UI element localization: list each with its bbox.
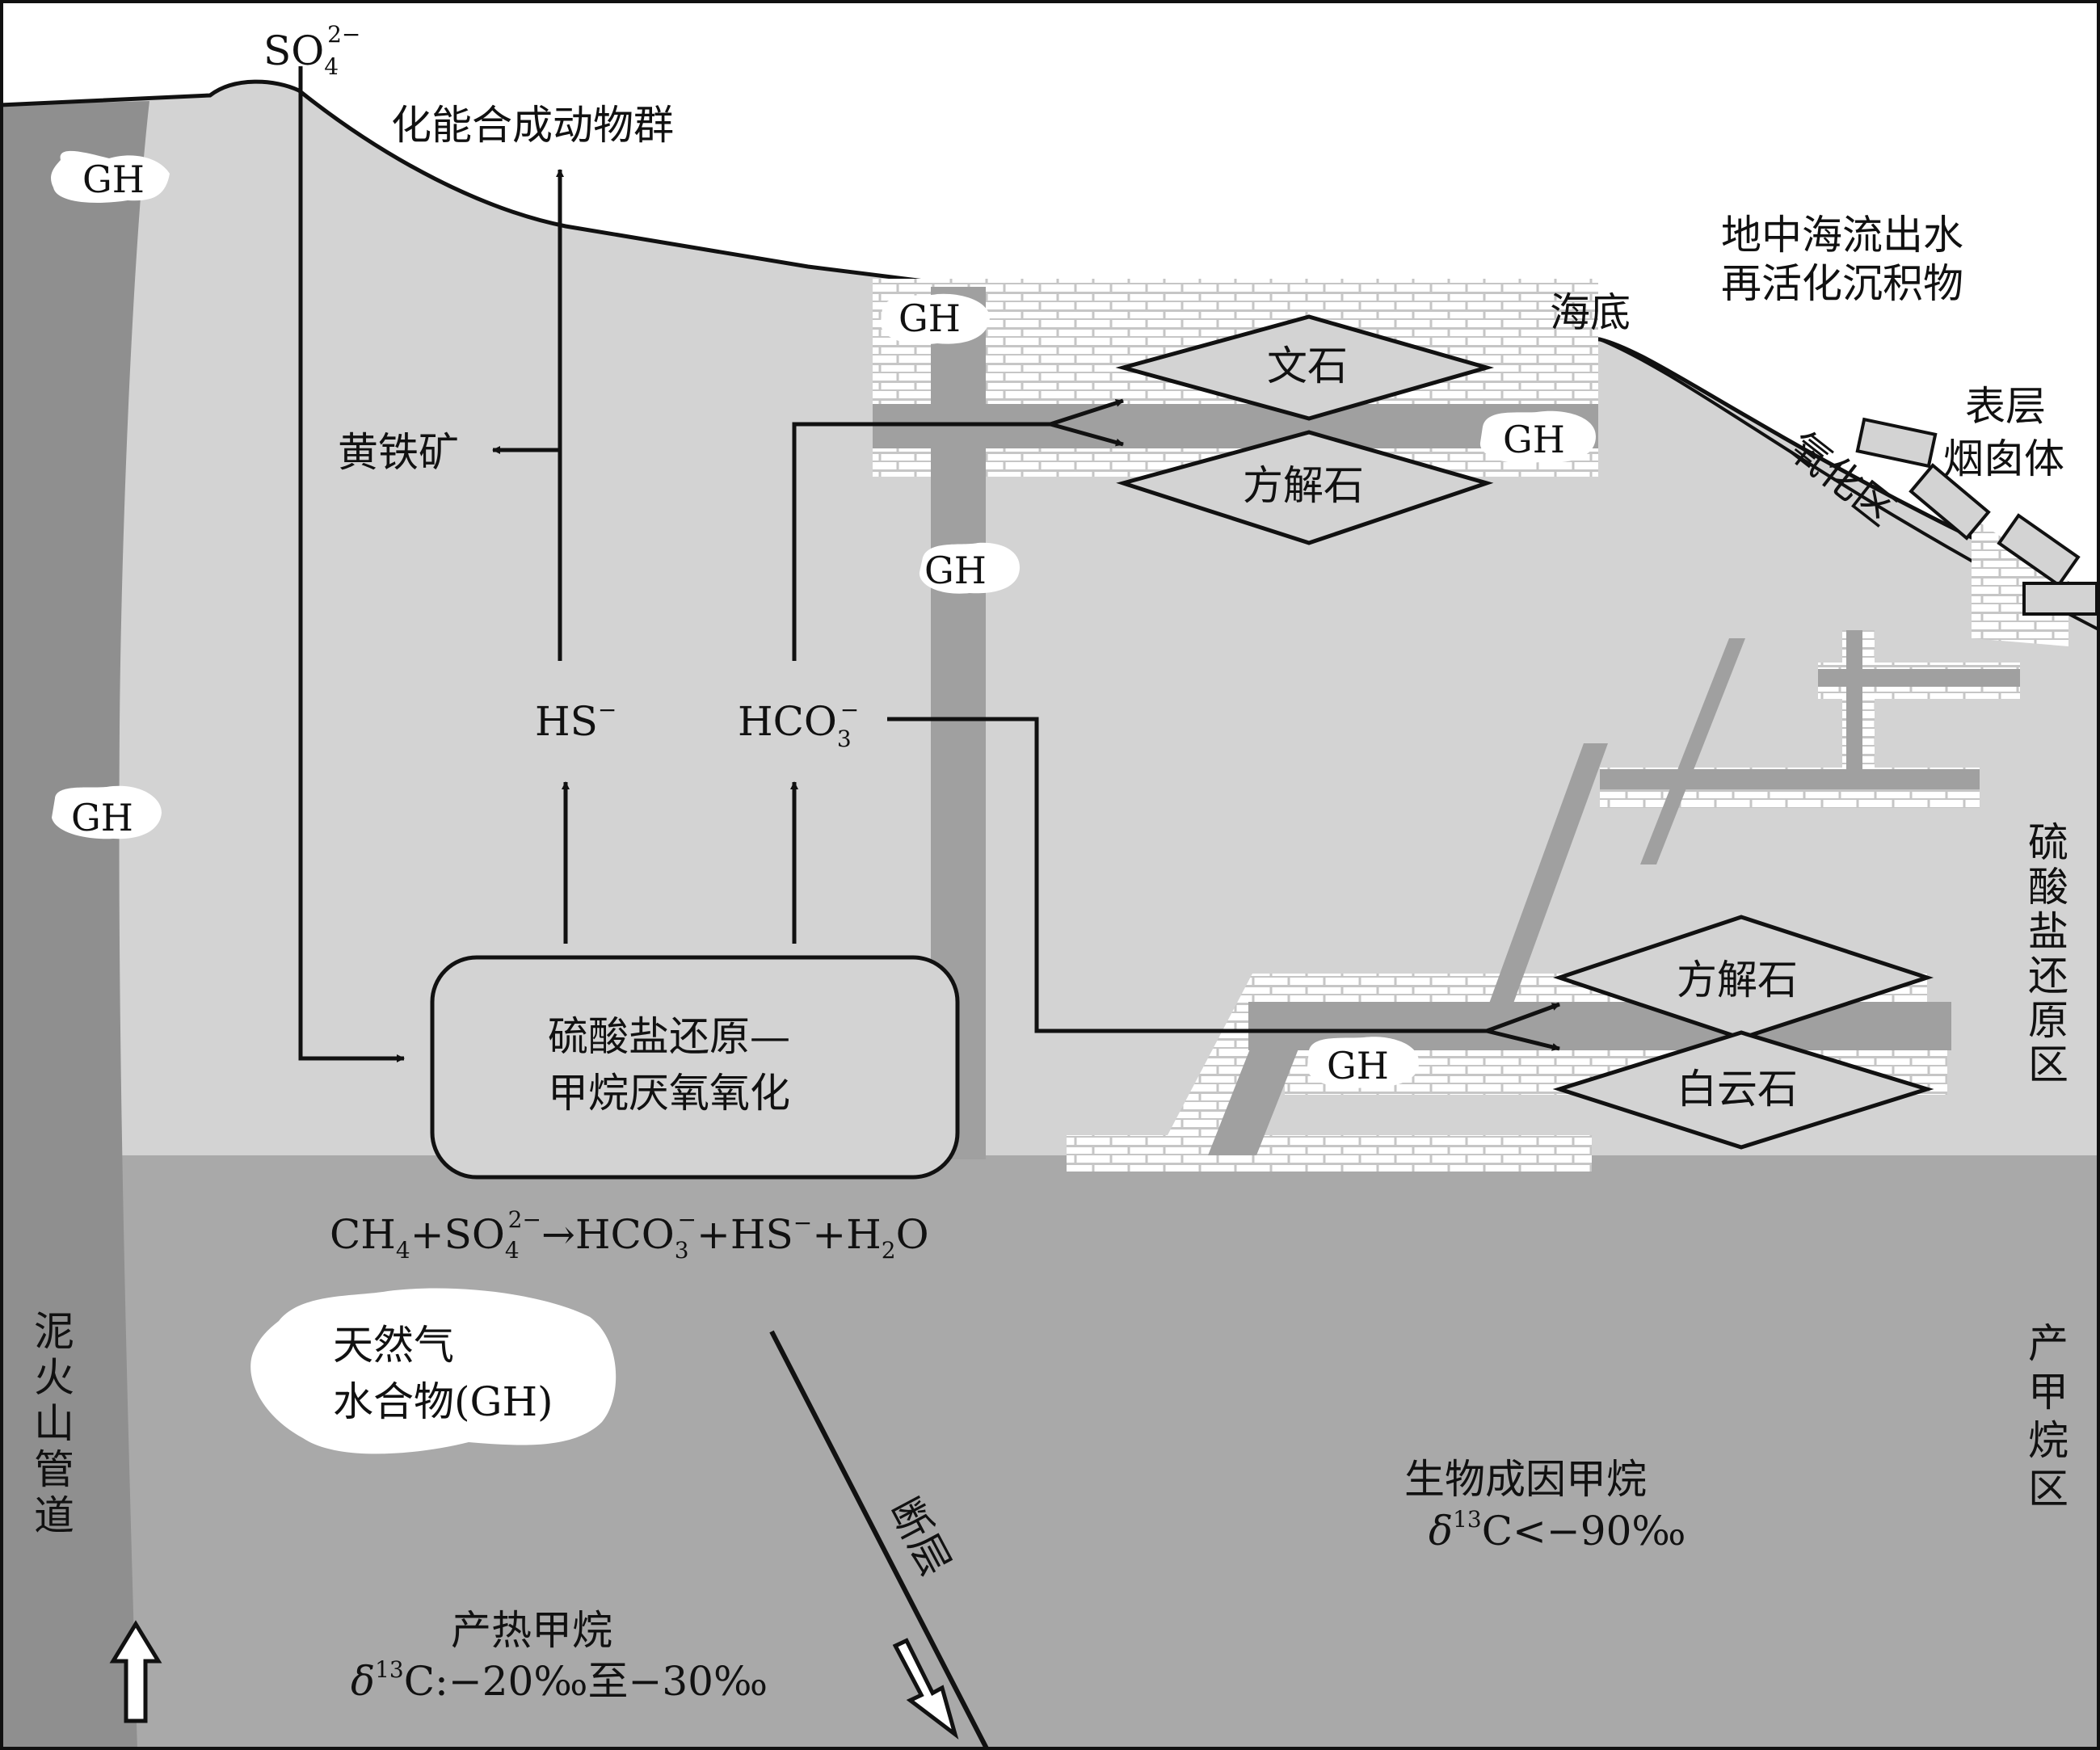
gh-label-upper-right: GH [1503,418,1565,461]
sulfate-zone-char-6: 区 [2028,1041,2068,1088]
fault-hollow-arrow [892,1638,959,1740]
gh-label-left-mid: GH [71,796,133,839]
chimney-block-3 [1997,513,2081,587]
arrow-hco3-to-lower [887,717,1487,1033]
mud-volcano-hollow-arrow [109,1620,162,1723]
fault-line [769,1330,990,1750]
surface-chimney-label-1: 表层 [1965,383,2046,430]
dolomite-diamond [1552,1030,1934,1150]
arrow-sulfate-down [298,66,405,1062]
chimney-block-2 [1909,463,1991,541]
mud-volcano-char-2: 火 [34,1354,74,1401]
process-label-1: 硫酸盐还原— [548,1013,790,1060]
thermogenic-methane-value: δ13C:−20‰至−30‰ [351,1656,768,1705]
calcite-lower-label: 方解石 [1677,957,1798,1003]
med-outflow-label-1: 地中海流出水 [1721,212,1963,259]
seep-conduit-diagonal-lower [1208,1002,1317,1155]
reaction-equation: CH4+SO42−→HCO3−+HS−+H2O [330,1206,929,1264]
chimney-block-1 [1855,417,1938,469]
methanogenic-zone-char-4: 区 [2028,1466,2068,1512]
mud-volcano-char-4: 管 [34,1446,74,1493]
hs-label: HS− [535,696,617,745]
thermogenic-methane-label: 产热甲烷 [451,1607,612,1654]
hco3-label: HCO3− [738,696,859,752]
gh-label-upper-carbonate: GH [898,297,961,340]
mud-volcano-char-1: 泥 [34,1308,74,1355]
gas-hydrate-large-blob [250,1288,617,1454]
methanogenic-zone-char-3: 烷 [2028,1417,2068,1464]
mud-volcano-char-3: 山 [34,1400,74,1447]
seep-conduit-right-vertical [1846,630,1862,776]
chemosynthetic-fauna-label: 化能合成动物群 [391,102,674,149]
gh-blob-conduit [919,542,1020,594]
process-label-2: 甲烷厌氧氧化 [548,1070,790,1117]
carbonate-layer-lower-bottom [1067,1135,1592,1172]
arrow-to-calcite-upper [1050,422,1124,447]
sulfate-zone-char-4: 还 [2028,953,2068,999]
med-outflow-label-2: 再活化沉积物 [1721,260,1963,307]
sulfate-zone-char-3: 盐 [2028,908,2068,955]
methanogenic-zone-char-1: 产 [2028,1320,2068,1367]
aragonite-diamond [1115,314,1495,421]
arrow-to-calcite-lower [1486,1002,1560,1033]
gas-hydrate-label-1: 天然气 [333,1322,454,1369]
arrow-to-dolomite [1486,1029,1560,1051]
gh-blob-lower [1307,1037,1420,1088]
seep-conduit-right-top [1818,669,2020,687]
arrow-to-aragonite [1050,398,1124,427]
biogenic-methane-value: δ13C<−90‰ [1429,1506,1686,1554]
sulfate-zone-char-5: 原 [2028,997,2068,1044]
pyrite-label: 黄铁矿 [338,429,459,476]
gh-blob-left-mid [52,785,162,839]
calcite-upper-diamond [1116,430,1494,545]
gh-blob-upper-carbonate [880,293,990,345]
dolomite-label: 白云石 [1677,1066,1798,1113]
methanogenic-zone-layer [0,1155,2100,1750]
sulfate-zone-char-2: 酸 [2028,864,2068,911]
seep-conduit-diagonal-upper [1640,638,1745,864]
calcite-lower-diamond [1553,915,1934,1041]
aragonite-label: 文石 [1267,343,1348,389]
chimney-block-4 [2022,582,2098,616]
methanogenic-zone-char-2: 甲 [2028,1369,2068,1416]
surface-chimney-label-2: 烟囱体 [1943,435,2064,482]
gh-label-top-left: GH [82,158,145,201]
gh-label-conduit: GH [924,549,987,592]
seafloor-line [0,79,2100,600]
seafloor-label: 海底 [1550,289,1631,336]
gh-label-lower: GH [1327,1044,1389,1087]
calcite-upper-label: 方解石 [1243,462,1364,509]
gh-blob-top-left [51,150,170,203]
process-box [430,955,960,1180]
so4-top-label: SO42− [263,21,360,80]
gas-hydrate-label-2: 水合物(GH) [333,1378,553,1425]
seep-conduit-right-horizontal [1600,769,1980,789]
seep-conduit-diagonal-mid [1487,743,1608,1010]
biogenic-methane-label: 生物成因甲烷 [1404,1456,1647,1503]
gh-blob-upper-right [1479,410,1596,464]
sulfate-zone-char-1: 硫 [2028,819,2068,866]
mud-volcano-conduit [0,101,149,1750]
arrow-hco3-to-upper [792,422,1050,661]
mud-volcano-char-5: 道 [34,1492,74,1539]
